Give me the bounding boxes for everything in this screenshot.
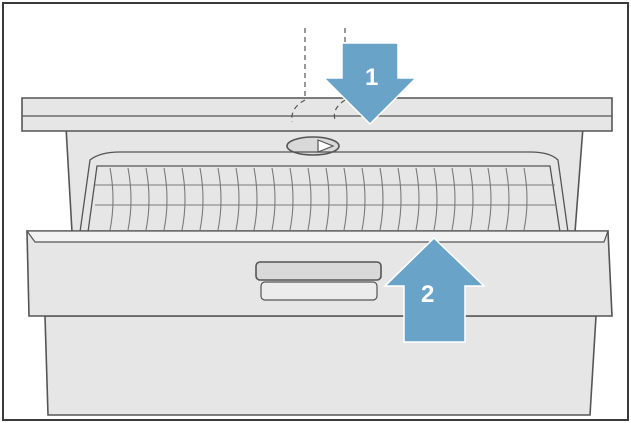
top-cover <box>21 97 613 132</box>
rack-wire <box>433 167 438 231</box>
latch-icon <box>286 136 340 156</box>
rack-wire <box>361 167 366 231</box>
door-handle-icon[interactable] <box>255 261 382 301</box>
step-1-arrow: 1 <box>322 42 418 126</box>
rack-wire <box>379 167 384 231</box>
rack-wire <box>145 167 150 231</box>
rack-wire <box>163 167 168 231</box>
rack-wire <box>253 167 258 231</box>
arrow-up-icon <box>383 236 486 343</box>
rack-wire <box>325 167 330 231</box>
rack-wire <box>181 167 186 231</box>
rack-wire <box>415 167 420 231</box>
rack-wire <box>469 167 474 231</box>
step-1-label: 1 <box>365 64 378 91</box>
rack-wire <box>451 167 456 231</box>
rack-wire <box>271 167 276 231</box>
rack-wire <box>397 167 402 231</box>
rack-wire <box>127 167 132 231</box>
rack-wire <box>307 167 312 231</box>
rack-wire <box>217 167 222 231</box>
dish-rack <box>79 151 569 233</box>
rack-wire <box>109 167 114 231</box>
step-2-label: 2 <box>421 281 434 308</box>
rack-wire <box>487 167 492 231</box>
rack-wire <box>235 167 240 231</box>
step-2-arrow: 2 <box>383 236 486 343</box>
appliance-body <box>44 315 597 416</box>
rack-wire <box>523 167 528 231</box>
arrow-down-icon <box>322 42 418 126</box>
rack-wire <box>343 167 348 231</box>
rack-wire <box>199 167 204 231</box>
rack-wire <box>505 167 510 231</box>
rack-wire <box>289 167 294 231</box>
